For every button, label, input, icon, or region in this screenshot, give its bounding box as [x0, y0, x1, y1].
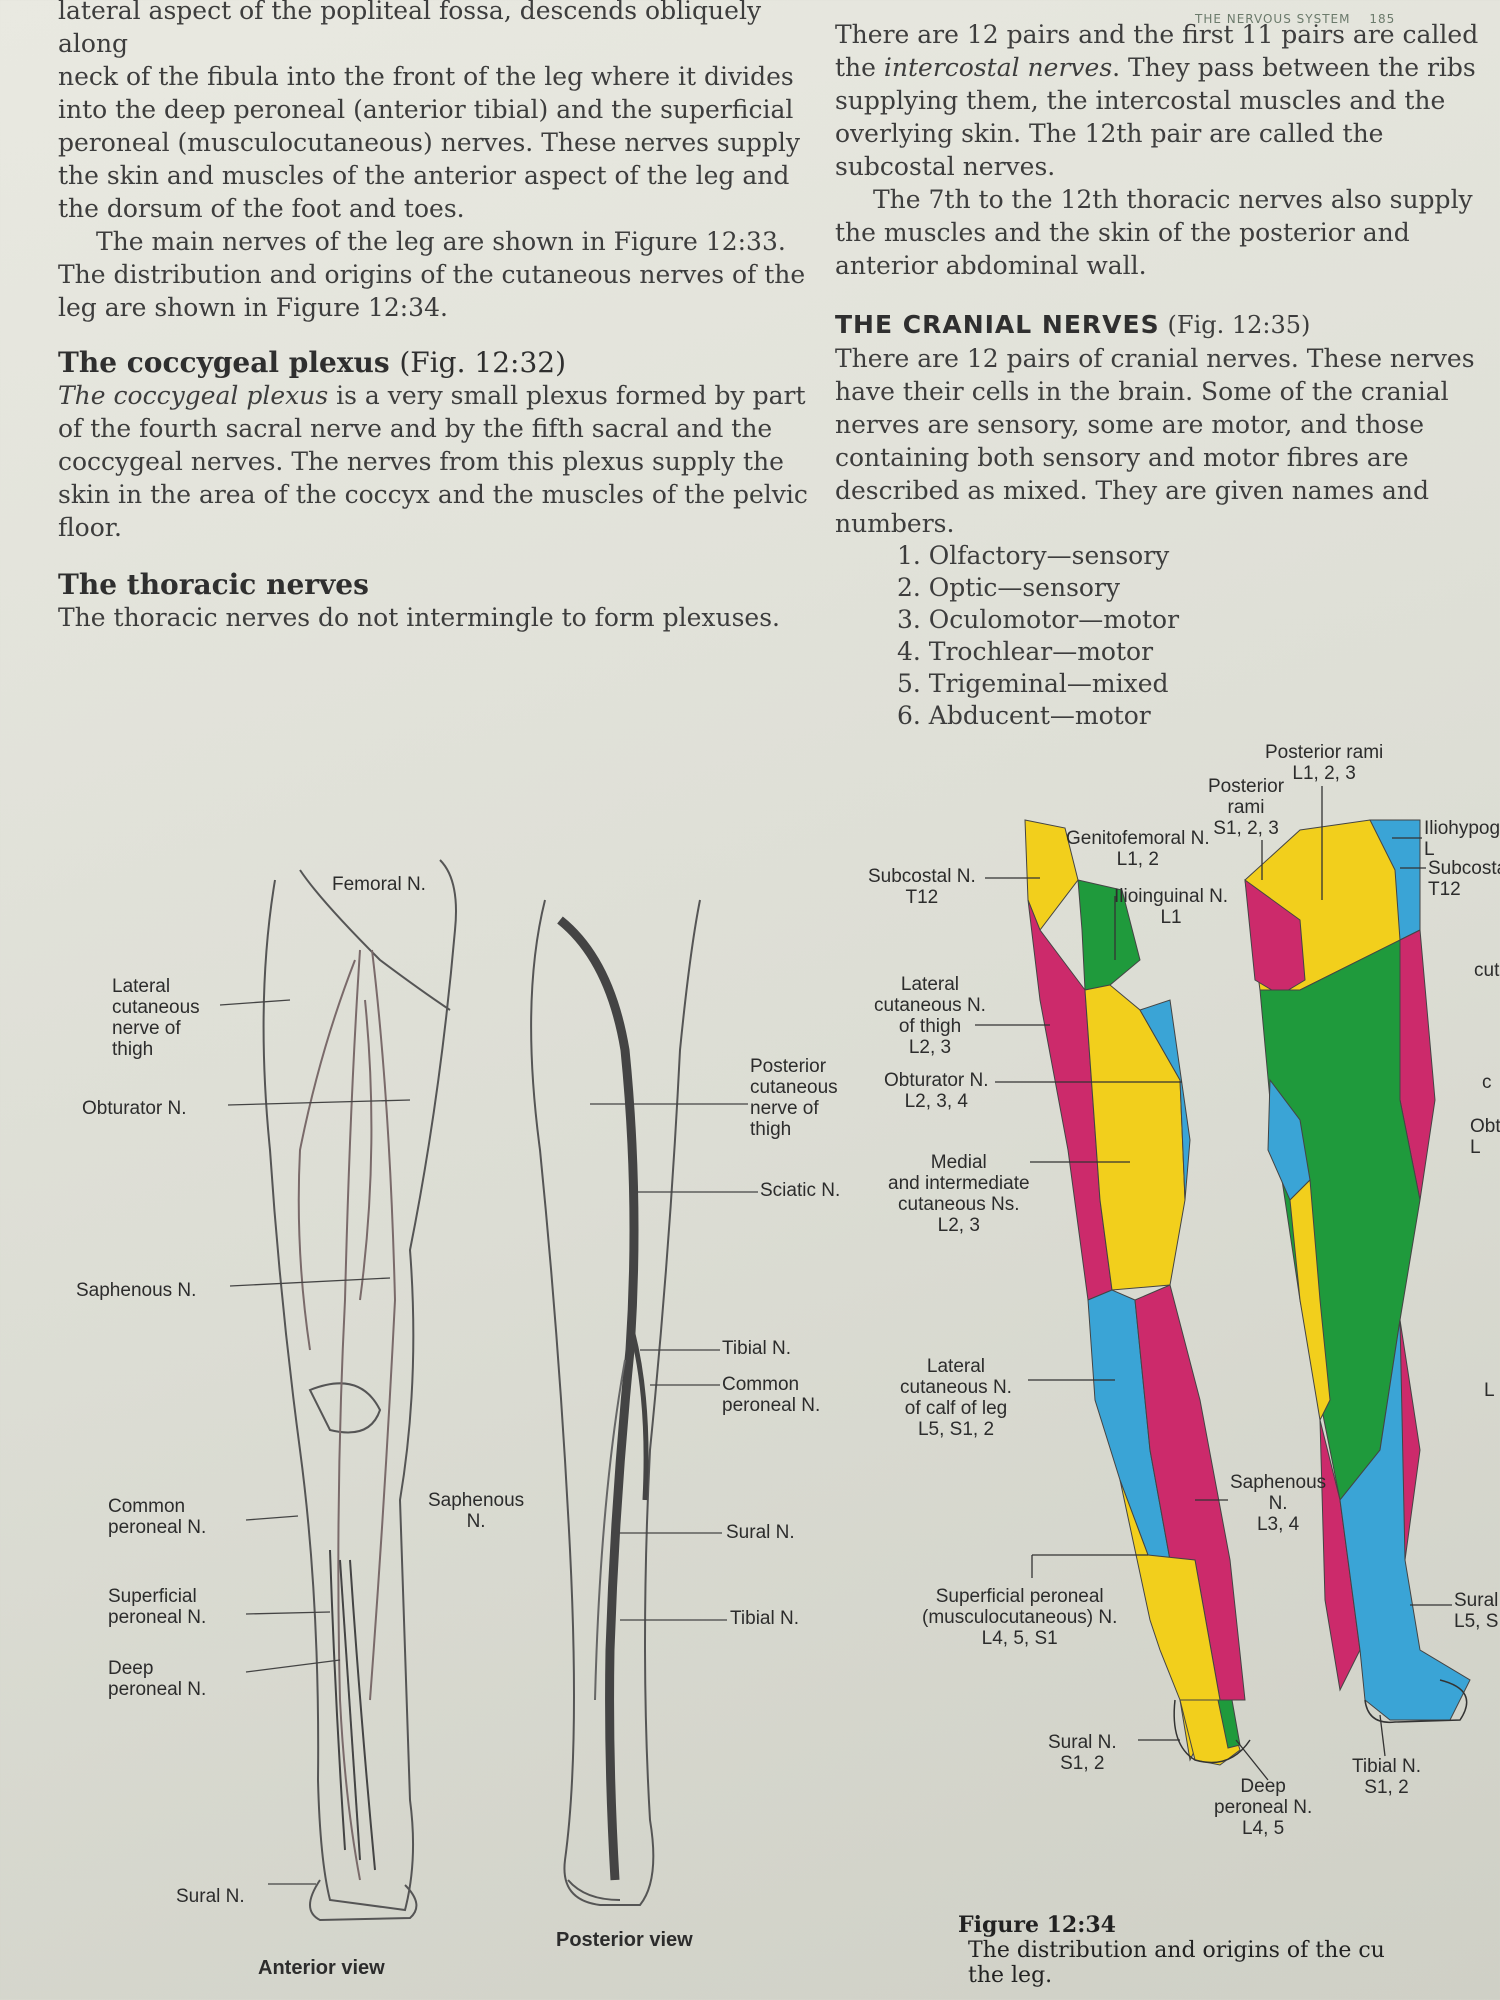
label-medial-intermediate: Medial and intermediate cutaneous Ns. L2… — [888, 1152, 1030, 1236]
label-tibial-34: Tibial N. S1, 2 — [1352, 1756, 1421, 1798]
label-posterior-common-peroneal: Common peroneal N. — [722, 1374, 821, 1416]
running-title: THE NERVOUS SYSTEM — [1195, 12, 1351, 26]
label-sural-right: Sural L5, S — [1454, 1590, 1499, 1632]
label-superficial-peroneal: Superficial peroneal N. — [108, 1586, 207, 1628]
figure-caption: Figure 12:34 The distribution and origin… — [958, 1912, 1498, 1988]
region-subcostal — [1024, 819, 1079, 932]
label-tibial-lower: Tibial N. — [730, 1608, 799, 1629]
label-femoral: Femoral N. — [332, 874, 426, 895]
cranial-list-item: 5. Trigeminal—mixed — [897, 669, 1169, 698]
left-column: lateral aspect of the popliteal fossa, d… — [58, 0, 818, 634]
intercostal-paragraph: There are 12 pairs and the first 11 pair… — [835, 18, 1485, 183]
label-posterior-rami-l: Posterior rami L1, 2, 3 — [1265, 742, 1384, 784]
label-genitofemoral: Genitofemoral N. L1, 2 — [1066, 828, 1210, 870]
label-sural: Sural N. — [176, 1886, 245, 1907]
coccygeal-term: The coccygeal plexus — [58, 381, 329, 410]
region-obturator — [1139, 999, 1191, 1201]
label-sciatic: Sciatic N. — [760, 1180, 841, 1201]
coccygeal-heading: The coccygeal plexus (Fig. 12:32) — [58, 346, 818, 379]
label-obturator-34: Obturator N. L2, 3, 4 — [884, 1070, 989, 1112]
label-deep-peroneal: Deep peroneal N. — [108, 1658, 207, 1700]
figure-caption-number: Figure 12:34 — [958, 1912, 1116, 1938]
label-tibial-upper: Tibial N. — [722, 1338, 791, 1359]
cranial-list-item: 3. Oculomotor—motor — [897, 605, 1180, 634]
label-deep-peroneal-34: Deep peroneal N. L4, 5 — [1214, 1776, 1313, 1839]
right-column: There are 12 pairs and the first 11 pair… — [835, 18, 1485, 732]
cranial-list: 1. Olfactory—sensory 2. Optic—sensory 3.… — [897, 540, 1485, 732]
label-l-right: L — [1484, 1380, 1495, 1401]
region-sural-tibial — [1339, 1319, 1471, 1721]
cranial-list-item: 4. Trochlear—motor — [897, 637, 1154, 666]
cranial-heading-text: THE CRANIAL NERVES — [835, 310, 1160, 339]
label-obturator: Obturator N. — [82, 1098, 187, 1119]
label-cut-right: cut — [1474, 960, 1500, 981]
coccygeal-fig-ref: (Fig. 12:32) — [399, 346, 567, 379]
figure-caption-text: The distribution and origins of the cu t… — [968, 1938, 1385, 1988]
thoracic-heading: The thoracic nerves — [58, 568, 369, 601]
intercostal-term: intercostal nerves — [883, 53, 1113, 82]
label-lateral-cutaneous-calf: Lateral cutaneous N. of calf of leg L5, … — [900, 1356, 1012, 1440]
anterior-leg-outline — [262, 859, 457, 1912]
page-number: 185 — [1369, 12, 1396, 26]
intercostal-text-b: . They pass between the ribs supplying t… — [835, 53, 1476, 181]
cranial-fig-ref: (Fig. 12:35) — [1167, 311, 1311, 339]
label-subcostal: Subcostal N. T12 — [868, 866, 976, 908]
intro-paragraph: lateral aspect of the popliteal fossa, d… — [58, 0, 818, 225]
region-medial-posterior — [1289, 1178, 1331, 1422]
intro-line: the skin and muscles of the anterior asp… — [58, 161, 790, 190]
nerve-line-drawing — [262, 859, 701, 1922]
label-subcostal-right: Subcosta T12 — [1428, 858, 1500, 900]
region-superficial-peroneal — [1119, 1479, 1221, 1762]
main-nerves-paragraph: The main nerves of the leg are shown in … — [58, 227, 806, 322]
cranial-list-item: 6. Abducent—motor — [897, 701, 1151, 730]
coccygeal-text: is a very small plexus formed by part of… — [58, 381, 808, 542]
intro-line: the dorsum of the foot and toes. — [58, 194, 465, 223]
coccygeal-heading-text: The coccygeal plexus — [58, 346, 390, 379]
label-lateral-cutaneous-thigh-34: Lateral cutaneous N. of thigh L2, 3 — [874, 974, 986, 1058]
label-saphenous-upper: Saphenous N. — [76, 1280, 197, 1301]
label-superficial-peroneal-34: Superficial peroneal (musculocutaneous) … — [922, 1586, 1118, 1649]
seventh-paragraph: The 7th to the 12th thoracic nerves also… — [835, 185, 1473, 280]
label-c-right: c — [1482, 1072, 1492, 1093]
label-iliohypogastric: Iliohypog L — [1424, 818, 1500, 860]
running-header: THE NERVOUS SYSTEM 185 — [1195, 12, 1395, 26]
posterior-view-caption: Posterior view — [556, 1929, 693, 1951]
label-saphenous-34: Saphenous N. L3, 4 — [1230, 1472, 1327, 1535]
coccygeal-paragraph: The coccygeal plexus is a very small ple… — [58, 379, 818, 544]
label-posterior-sural: Sural N. — [726, 1522, 795, 1543]
region-saphenous-posterior — [1319, 1419, 1361, 1692]
label-obt-right: Obt L — [1470, 1116, 1500, 1158]
label-lateral-cutaneous-thigh: Lateral cutaneous nerve of thigh — [112, 976, 200, 1060]
label-posterior-cutaneous-thigh: Posterior cutaneous nerve of thigh — [750, 1056, 838, 1140]
dermatome-figure — [1024, 819, 1471, 1766]
anterior-view-caption: Anterior view — [258, 1957, 385, 1979]
intro-line: peroneal (musculocutaneous) nerves. Thes… — [58, 128, 800, 157]
label-sural-34: Sural N. S1, 2 — [1048, 1732, 1117, 1774]
cranial-list-item: 2. Optic—sensory — [897, 573, 1121, 602]
intro-line: into the deep peroneal (anterior tibial)… — [58, 95, 794, 124]
region-posterior-rami-s — [1244, 878, 1306, 996]
thoracic-paragraph: The thoracic nerves do not intermingle t… — [58, 603, 780, 632]
cranial-list-item: 1. Olfactory—sensory — [897, 541, 1170, 570]
label-posterior-rami-s: Posterior rami S1, 2, 3 — [1208, 776, 1285, 839]
label-ilioinguinal: Ilioinguinal N. L1 — [1114, 886, 1229, 928]
cranial-heading: THE CRANIAL NERVES (Fig. 12:35) — [835, 308, 1485, 342]
label-common-peroneal: Common peroneal N. — [108, 1496, 207, 1538]
posterior-leg-outline — [530, 899, 701, 1906]
anterior-dermatome-leg — [1024, 819, 1246, 1766]
posterior-dermatome-leg — [1244, 819, 1471, 1721]
intro-line: neck of the fibula into the front of the… — [58, 62, 794, 91]
label-saphenous-lower: Saphenous N. — [428, 1490, 525, 1532]
cranial-paragraph: There are 12 pairs of cranial nerves. Th… — [835, 344, 1475, 538]
intro-line: lateral aspect of the popliteal fossa, d… — [58, 0, 762, 58]
intercostal-text-a: There are 12 pairs and the first 11 pair… — [835, 20, 1479, 82]
